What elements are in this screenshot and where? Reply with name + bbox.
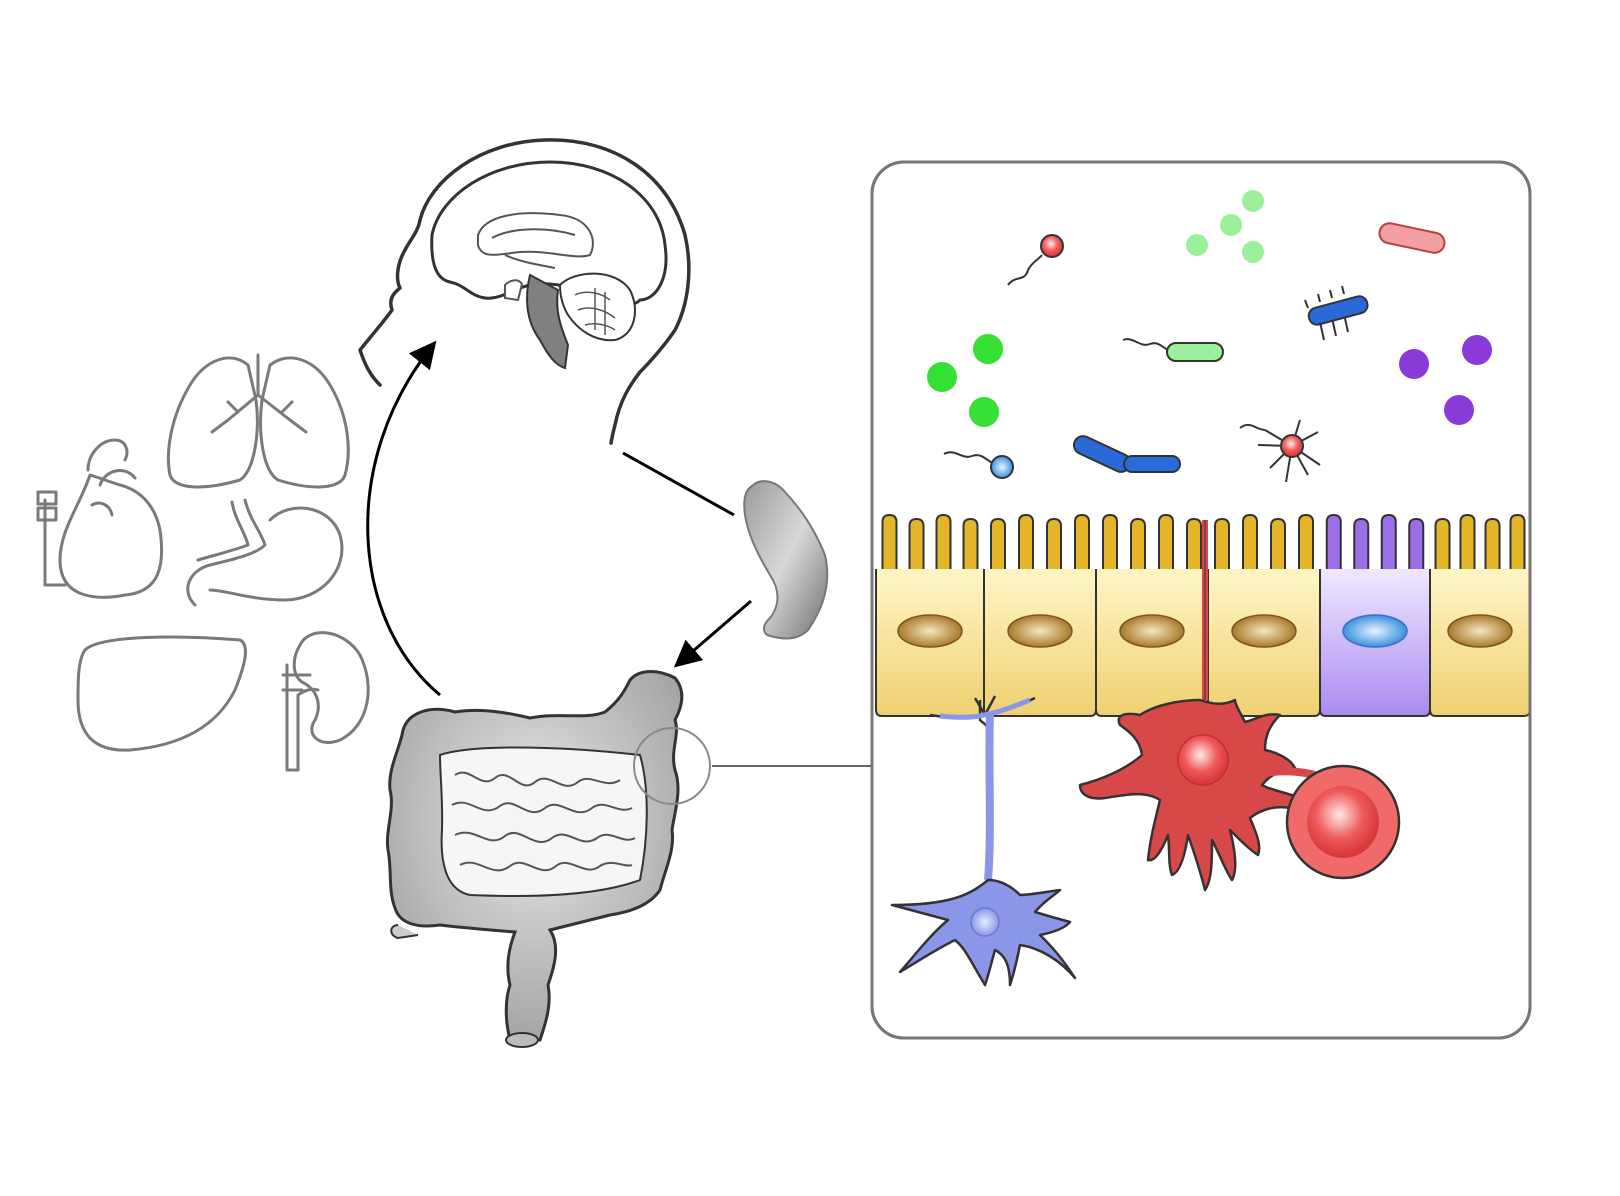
cell-nucleus: [1007, 614, 1073, 648]
bacteria-group: [927, 190, 1492, 483]
head-icon: [358, 138, 691, 445]
bacterium-red-spiked: [1239, 419, 1321, 483]
microvillus: [1434, 517, 1451, 572]
microvillus: [1074, 513, 1090, 572]
microvillus: [1158, 513, 1174, 572]
cell-nucleus: [1447, 614, 1513, 648]
bacteria-green-cluster: [927, 334, 1003, 427]
microvillus: [1509, 513, 1526, 572]
bacteria-light-green-cluster: [1186, 190, 1264, 263]
adrenal-to-intestine-arrow: [673, 599, 752, 668]
epithelial-cell: [1429, 513, 1530, 717]
microvillus: [1130, 517, 1146, 572]
epithelium-layer: [875, 513, 1530, 717]
bacterium-green-rod-flagellated: [1122, 338, 1224, 362]
adrenal-gland-icon: [743, 480, 829, 640]
epithelial-cell: [983, 513, 1097, 717]
microvillus: [1408, 517, 1425, 572]
microvillus: [1018, 513, 1034, 572]
lungs-icon: [166, 353, 350, 489]
cell-nucleus: [1231, 614, 1297, 648]
goblet-cell: [1319, 513, 1431, 717]
microvillus: [990, 517, 1006, 572]
gut-wall-inset: [870, 160, 1532, 1040]
intestine-to-brain-arrow: [366, 340, 441, 697]
microvillus: [1046, 517, 1062, 572]
microvillus: [1242, 513, 1258, 572]
immune-cell-round: [1285, 764, 1401, 880]
heart-icon: [36, 438, 164, 599]
microvillus: [962, 517, 979, 572]
brain-icon: [430, 160, 668, 370]
cell-nucleus: [1342, 614, 1408, 648]
microvillus: [1484, 517, 1501, 572]
stomach-icon: [186, 498, 344, 607]
brain-to-adrenal-line: [622, 451, 735, 517]
microvillus: [935, 513, 952, 572]
bacteria-purple-cluster: [1399, 335, 1492, 425]
microvillus: [1298, 513, 1314, 572]
microvillus: [1270, 517, 1286, 572]
microvillus: [881, 513, 898, 572]
microvillus: [1102, 513, 1118, 572]
bacterium-blue-dividing-rod: [1072, 435, 1181, 473]
intestine-icon: [385, 670, 711, 1048]
microvillus: [1325, 513, 1342, 572]
organs-group: [36, 353, 370, 772]
bacterium-blue-rod-pili: [1304, 285, 1369, 341]
cell-nucleus: [1119, 614, 1185, 648]
connections: [366, 340, 872, 767]
bacterium-red-flagellated: [1007, 234, 1064, 286]
microvillus: [1380, 513, 1397, 572]
bacterium-pink-rod: [1378, 222, 1446, 254]
microvillus: [1459, 513, 1476, 572]
kidney-icon: [281, 631, 370, 772]
cell-nucleus: [897, 614, 963, 648]
microvillus: [908, 517, 925, 572]
microvillus: [1353, 517, 1370, 572]
zoom-magnifier-circle: [633, 727, 711, 805]
bacterium-blue-coccus-flagellated: [943, 451, 1014, 479]
dendritic-cell: [1078, 520, 1316, 892]
liver-icon: [76, 635, 247, 752]
enteric-neuron: [890, 695, 1077, 987]
microvillus: [1214, 517, 1230, 572]
microvillus: [1186, 517, 1202, 572]
